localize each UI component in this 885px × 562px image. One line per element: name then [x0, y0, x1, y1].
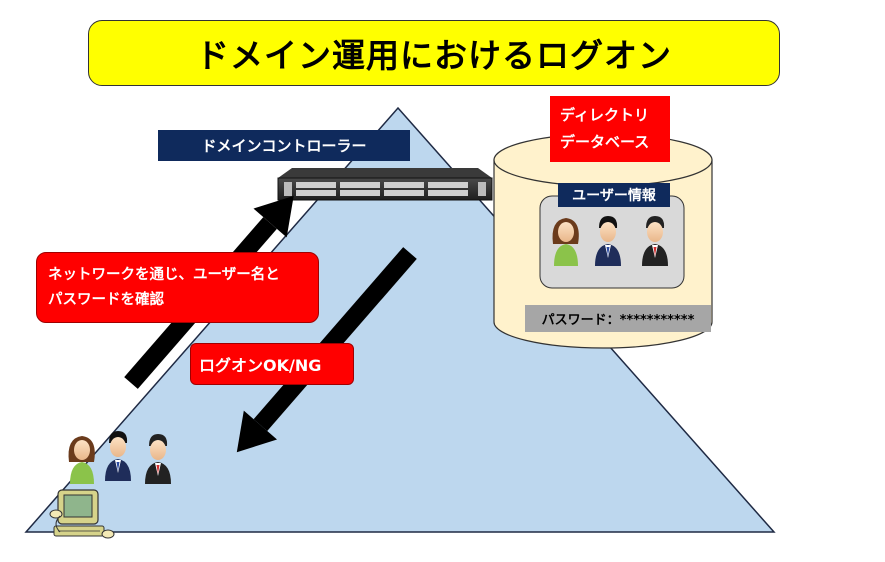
- network-check-callout: ネットワークを通じ、ユーザー名と パスワードを確認: [36, 252, 319, 323]
- directory-db-line1: ディレクトリ: [560, 106, 649, 124]
- network-callout-line1: ネットワークを通じ、ユーザー名と: [48, 267, 280, 283]
- client-female-icon: [68, 436, 95, 484]
- directory-db-label: ディレクトリ データベース: [550, 96, 670, 162]
- directory-db-line2: データベース: [560, 133, 650, 151]
- password-label: パスワード：***********: [525, 305, 711, 332]
- page-title: ドメイン運用におけるログオン: [196, 36, 672, 75]
- client-manager-icon: [145, 434, 171, 484]
- user-male-icon: [595, 216, 621, 266]
- network-callout-line2: パスワードを確認: [48, 292, 164, 308]
- logon-result-label: ログオンOK/NG: [190, 343, 354, 385]
- arrow-down-icon: [236, 247, 417, 453]
- user-info-label: ユーザー情報: [558, 183, 670, 207]
- user-manager-icon: [642, 216, 668, 266]
- client-male-icon: [105, 431, 131, 481]
- server-icon: [277, 168, 493, 201]
- user-female-icon: [552, 218, 579, 266]
- title-banner: ドメイン運用におけるログオン: [88, 20, 780, 86]
- computer-icon: [49, 489, 115, 539]
- domain-controller-label: ドメインコントローラー: [158, 130, 410, 161]
